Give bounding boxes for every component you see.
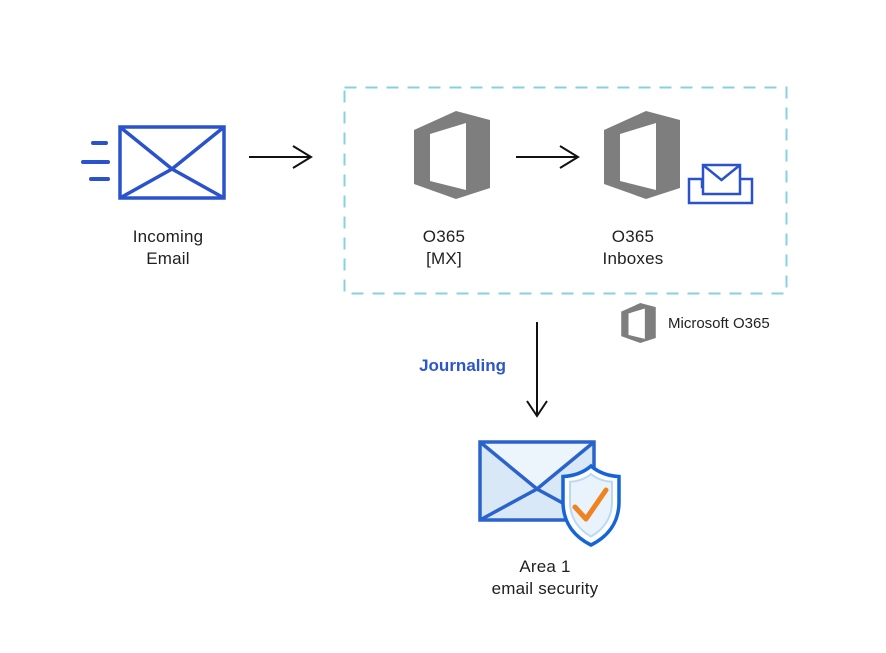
incoming-email-label-line1: Incoming	[132, 227, 204, 246]
office365-logo-icon	[414, 111, 490, 199]
area1-label-line1: Area 1	[519, 557, 571, 576]
incoming-email-label-line2: Email	[146, 249, 190, 268]
journaling-label: Journaling	[419, 356, 506, 375]
office365-logo-icon	[604, 111, 680, 199]
o365-inboxes-label: O365 Inboxes	[573, 226, 693, 270]
arrow-down-icon	[526, 322, 548, 418]
shield-check-icon	[561, 463, 621, 547]
o365-dashed-container	[343, 86, 788, 295]
o365-mx-label: O365 [MX]	[394, 226, 494, 270]
office365-logo-icon	[621, 303, 656, 343]
o365-inboxes-label-line1: O365	[611, 227, 655, 246]
o365-mx-label-line2: [MX]	[426, 249, 462, 268]
speed-lines-icon	[81, 141, 110, 181]
inbox-tray-icon	[687, 163, 754, 205]
o365-inboxes-label-line2: Inboxes	[602, 249, 664, 268]
o365-mx-label-line1: O365	[422, 227, 466, 246]
area1-label: Area 1 email security	[465, 556, 625, 600]
arrow-right-icon	[516, 145, 580, 169]
arrow-right-icon	[249, 145, 313, 169]
incoming-email-label: Incoming Email	[100, 226, 236, 270]
microsoft-o365-legend-label: Microsoft O365	[668, 315, 770, 332]
incoming-mail-icon	[118, 125, 226, 200]
area1-label-line2: email security	[491, 579, 599, 598]
